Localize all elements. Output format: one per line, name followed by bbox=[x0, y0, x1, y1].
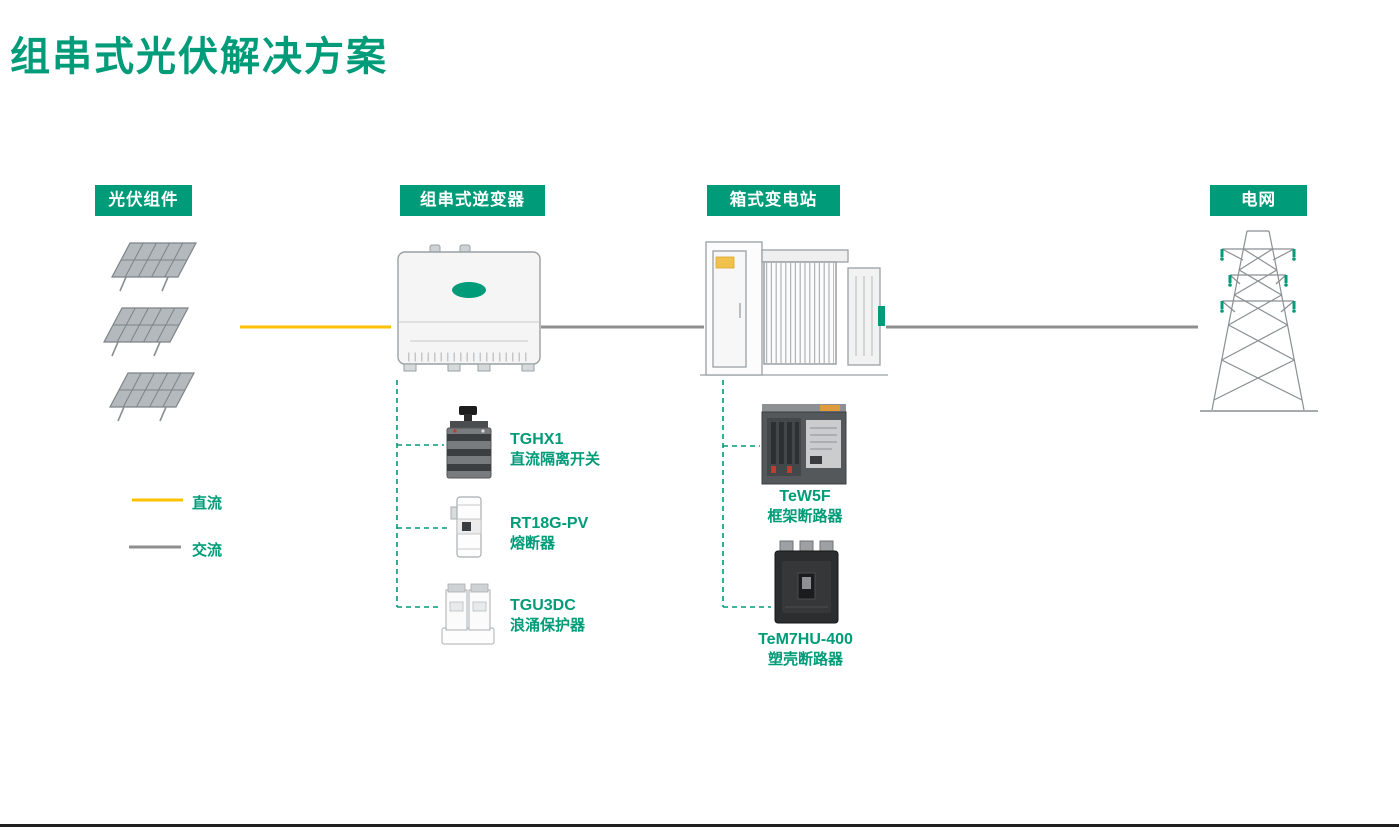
component-name-tew5f: 框架断路器 bbox=[767, 508, 843, 525]
component-name-tem7hu-400: 塑壳断路器 bbox=[767, 651, 843, 668]
component-name-tgu3dc: 浪涌保护器 bbox=[510, 617, 586, 634]
page-title: 组串式光伏解决方案 bbox=[10, 35, 388, 79]
tem7hu-400-product-image bbox=[774, 540, 839, 624]
solar-panel-icon bbox=[103, 307, 189, 357]
tgu3dc-product-image bbox=[441, 583, 495, 645]
component-model-tem7hu-400: TeM7HU-400 bbox=[758, 631, 853, 648]
component-model-rt18g-pv: RT18G-PV bbox=[510, 515, 589, 532]
stage-label-box-substation: 箱式变电站 bbox=[707, 185, 840, 216]
stage-label-string-inverter: 组串式逆变器 bbox=[400, 185, 545, 216]
substation-component-connectors bbox=[722, 380, 771, 608]
inverter-illustration bbox=[397, 244, 541, 372]
component-model-tgu3dc: TGU3DC bbox=[510, 597, 576, 614]
tghx1-product-image bbox=[446, 406, 492, 479]
legend-dc-label: 直流 bbox=[192, 495, 223, 512]
rt18g-pv-product-image bbox=[450, 496, 482, 558]
solar-panel-icon bbox=[111, 242, 197, 292]
tower-insulator-icons bbox=[1220, 249, 1296, 313]
solar-panel-icon bbox=[109, 372, 195, 422]
component-name-tghx1: 直流隔离开关 bbox=[510, 451, 601, 468]
stage-label-grid: 电网 bbox=[1210, 185, 1307, 216]
bottom-edge bbox=[0, 824, 1399, 827]
inverter-component-connectors bbox=[396, 380, 450, 608]
legend-ac-label: 交流 bbox=[192, 542, 223, 559]
substation-illustration bbox=[700, 241, 888, 376]
stage-label-pv-modules: 光伏组件 bbox=[95, 185, 192, 216]
tew5f-product-image bbox=[761, 404, 847, 485]
transmission-tower-illustration bbox=[1200, 230, 1318, 412]
component-model-tghx1: TGHX1 bbox=[510, 431, 564, 448]
component-name-rt18g-pv: 熔断器 bbox=[510, 535, 556, 552]
component-model-tew5f: TeW5F bbox=[779, 488, 831, 505]
